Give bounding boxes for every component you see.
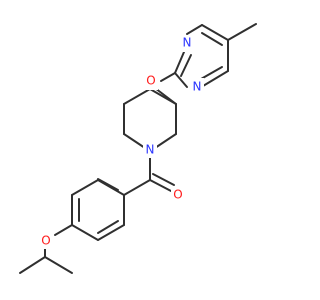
bond-piperidine-5 [123, 88, 151, 105]
atom-n-piperidine-label: N [146, 143, 155, 157]
molecule-svg: N N O N O O [19, 23, 257, 274]
bond-benzene-5-double [97, 220, 119, 234]
bond-pyrimidine-1-double [201, 32, 223, 46]
atom-n-piperidine-background [143, 141, 157, 158]
atom-o-carbonyl: O [171, 187, 185, 204]
atom-n-pyrimidine-bottom: N [191, 78, 204, 95]
bond-pyrimidine-3-double [180, 54, 192, 77]
atom-n-pyrimidine-top-background [181, 35, 194, 52]
bond-ring-ether-oxygen [54, 224, 73, 236]
atom-n-piperidine: N [143, 141, 157, 158]
bond-benzene-4 [71, 224, 99, 241]
molecule-diagram: N N O N O O [19, 23, 257, 274]
bond-pyrimidine-1 [201, 24, 229, 41]
atom-o-ether-top-background [144, 73, 158, 90]
atom-n-pyrimidine-top: N [181, 35, 194, 52]
bond-benzene-2 [71, 179, 99, 196]
atom-label-layer: N N O N O O [39, 35, 204, 249]
bond-piperidine-2 [154, 133, 177, 149]
bond-pyrimidine-4 [174, 72, 188, 88]
atom-o-ether-bottom-background [39, 232, 53, 249]
bond-pyrimidine-5-double [200, 66, 223, 80]
bond-isopropyl-right [44, 256, 73, 274]
atom-o-carbonyl-label: O [173, 188, 182, 202]
atom-o-ether-bottom: O [39, 232, 53, 249]
bond-pyrimidine-5 [202, 70, 229, 87]
bond-carbonyl-ring [123, 179, 151, 196]
atom-o-carbonyl-background [171, 187, 185, 204]
bond-benzene-1-double [97, 178, 119, 191]
atom-o-ether-top-label: O [146, 74, 155, 88]
atom-o-ether-bottom-label: O [41, 234, 50, 248]
bond-benzene-5 [97, 224, 125, 241]
atom-o-ether-top: O [144, 73, 158, 90]
bond-isopropyl-left [19, 256, 46, 274]
bond-carbonyl-oxygen-1 [149, 179, 172, 192]
bond-carbonyl-oxygen-2 [152, 173, 175, 186]
bond-piperidine-3 [123, 133, 146, 149]
atom-n-pyrimidine-bottom-background [191, 78, 204, 95]
bond-methyl [227, 23, 257, 41]
bond-pyrimidine-3 [174, 51, 185, 74]
atom-n-pyrimidine-bottom-label: N [193, 80, 202, 94]
bond-piperidine-6 [149, 88, 177, 105]
bond-pyrimidine-2 [186, 24, 203, 35]
bond-layer [19, 23, 257, 274]
atom-n-pyrimidine-top-label: N [183, 36, 192, 50]
bond-pyrimidine-oxygen [160, 72, 176, 82]
